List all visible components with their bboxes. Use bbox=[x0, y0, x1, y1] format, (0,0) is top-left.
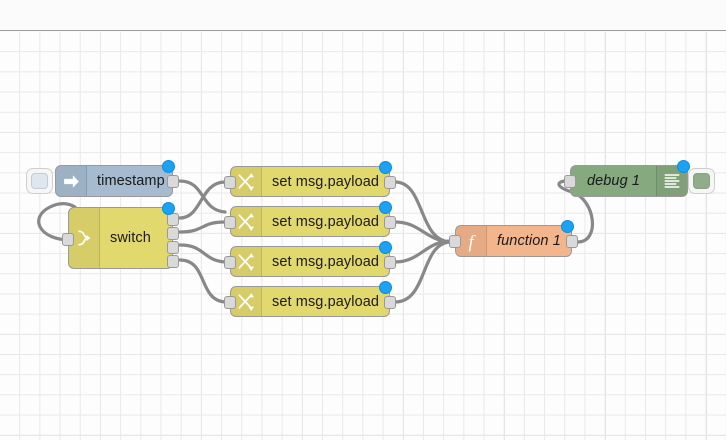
status-dot-change-4[interactable] bbox=[379, 281, 392, 294]
input-port-change-1[interactable] bbox=[224, 176, 236, 189]
status-dot-change-2[interactable] bbox=[379, 201, 392, 214]
input-port-function-1[interactable] bbox=[449, 235, 461, 248]
function-f-icon: f bbox=[456, 226, 487, 256]
wire-inject-to-change1 bbox=[178, 179, 227, 214]
output-port-change-3[interactable] bbox=[384, 256, 396, 269]
node-change-3[interactable]: set msg.payload bbox=[224, 241, 396, 277]
wire-change1-to-function bbox=[393, 180, 452, 244]
input-port-switch[interactable] bbox=[62, 233, 74, 246]
status-dot-function-1[interactable] bbox=[561, 220, 574, 233]
status-dot-debug-1[interactable] bbox=[677, 160, 690, 173]
inject-trigger-button[interactable] bbox=[26, 168, 53, 194]
change-swap-icon bbox=[231, 287, 262, 316]
node-label-inject: timestamp bbox=[97, 173, 165, 189]
output-port-function-1[interactable] bbox=[566, 235, 578, 248]
wire-change3-to-function bbox=[393, 239, 452, 264]
input-port-change-4[interactable] bbox=[224, 296, 236, 309]
node-label-change-1: set msg.payload bbox=[272, 173, 380, 190]
change-swap-icon bbox=[231, 207, 262, 236]
status-dot-change-3[interactable] bbox=[379, 241, 392, 254]
wire-change4-to-function bbox=[393, 240, 452, 304]
node-change-2[interactable]: set msg.payload bbox=[224, 201, 396, 237]
wire-switch3-to-change4 bbox=[178, 258, 227, 304]
output-port-switch-3[interactable] bbox=[167, 255, 179, 268]
input-port-change-2[interactable] bbox=[224, 216, 236, 229]
debug-toggle-button[interactable] bbox=[688, 168, 715, 194]
svg-text:f: f bbox=[468, 231, 476, 251]
output-port-inject-0[interactable] bbox=[167, 175, 179, 188]
wire-switch2-to-change3 bbox=[178, 243, 227, 264]
flow-canvas[interactable]: timestamp switch bbox=[0, 32, 726, 440]
change-swap-icon bbox=[231, 247, 262, 276]
node-label-debug-1: debug 1 bbox=[586, 173, 641, 189]
node-label-change-4: set msg.payload bbox=[272, 293, 380, 310]
output-port-change-4[interactable] bbox=[384, 296, 396, 309]
node-inject-timestamp[interactable]: timestamp bbox=[55, 160, 179, 197]
node-label-function-1: function 1 bbox=[497, 233, 561, 249]
output-port-switch-0[interactable] bbox=[167, 213, 179, 226]
status-dot-switch[interactable] bbox=[162, 202, 175, 215]
inject-button-inner bbox=[31, 173, 48, 189]
wire-switch0-to-change2 bbox=[178, 180, 227, 220]
change-swap-icon bbox=[231, 167, 262, 196]
output-port-switch-2[interactable] bbox=[167, 241, 179, 254]
output-port-change-1[interactable] bbox=[384, 176, 396, 189]
debug-button-inner bbox=[693, 173, 710, 189]
status-dot-change-1[interactable] bbox=[379, 161, 392, 174]
node-debug-1[interactable]: debug 1 bbox=[564, 160, 690, 197]
status-dot-inject[interactable] bbox=[162, 160, 175, 173]
node-label-change-2: set msg.payload bbox=[272, 213, 380, 230]
wire-change2-to-function bbox=[393, 220, 452, 244]
node-change-1[interactable]: set msg.payload bbox=[224, 161, 396, 197]
input-port-change-3[interactable] bbox=[224, 256, 236, 269]
arrow-right-icon bbox=[56, 166, 87, 196]
input-port-debug-1[interactable] bbox=[564, 175, 576, 188]
editor-top-strip bbox=[0, 0, 726, 31]
switch-branch-icon bbox=[69, 208, 100, 268]
node-change-4[interactable]: set msg.payload bbox=[224, 281, 396, 317]
node-function-1[interactable]: f function 1 bbox=[449, 220, 578, 257]
wire-switch1-to-change1 bbox=[178, 220, 227, 234]
output-port-switch-1[interactable] bbox=[167, 227, 179, 240]
node-switch[interactable]: switch bbox=[62, 202, 179, 269]
node-label-switch: switch bbox=[110, 230, 151, 246]
output-port-change-2[interactable] bbox=[384, 216, 396, 229]
node-label-change-3: set msg.payload bbox=[272, 253, 380, 270]
